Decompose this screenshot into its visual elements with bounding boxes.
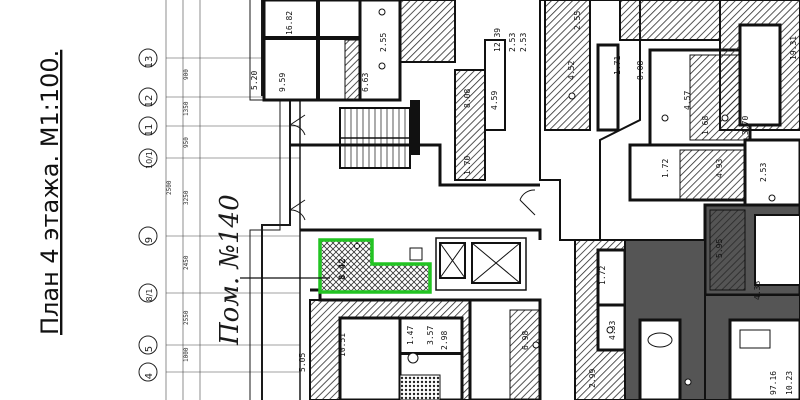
room-area-label: 2.53 — [508, 33, 517, 52]
room-number-handwritten: Пом. №140 — [215, 194, 245, 346]
axis-label-11: 11 — [144, 124, 155, 137]
room-area-label: 2.55 — [573, 11, 582, 30]
axis-dimension: 950 — [183, 137, 190, 148]
room-area-label: 4.57 — [683, 91, 692, 110]
elevator-shafts — [435, 237, 527, 291]
axis-dimension: 2550 — [183, 310, 190, 325]
room-area-label: 12.39 — [493, 28, 502, 52]
right-middle-units — [628, 138, 800, 297]
axis-label-5: 5 — [144, 346, 155, 352]
axis-bubble-8-1 — [138, 283, 158, 303]
room-area-label: 2.55 — [379, 33, 388, 52]
room-area-label: 4.59 — [490, 91, 499, 110]
axis-label-10-1: 10/1 — [145, 151, 154, 169]
room-area-label: 6.63 — [361, 73, 370, 92]
axis-label-12: 12 — [144, 95, 155, 108]
axis-dimension: 900 — [183, 69, 190, 80]
highlighted-room-area: 8.42 — [338, 258, 348, 280]
axis-label-8-1: 8/1 — [145, 289, 154, 302]
doors — [289, 114, 536, 221]
axis-label-13: 13 — [144, 56, 155, 69]
axis-dimension: 1000 — [183, 347, 190, 362]
room-area-label: 3.70 — [741, 116, 750, 135]
highlighted-room: 8.42 — [318, 238, 432, 294]
right-core — [539, 0, 800, 241]
axis-bubble-12 — [138, 87, 158, 107]
axis-bubble-4 — [138, 362, 158, 382]
room-area-label: 16.82 — [285, 11, 294, 35]
room-area-label: 5.05 — [298, 353, 307, 372]
axis-dimension: 2500 — [166, 180, 173, 195]
room-area-label: 2.99 — [588, 369, 597, 388]
right-lower-units — [574, 239, 800, 400]
room-area-label: 1.71 — [613, 56, 622, 75]
axis-bubble-9 — [138, 226, 158, 246]
axis-bubbles — [138, 48, 158, 382]
room-area-label: 10.23 — [785, 371, 794, 395]
room-area-label: 5.20 — [250, 71, 259, 90]
room-area-label: 6.98 — [521, 331, 530, 350]
axis-bubble-5 — [138, 335, 158, 355]
room-area-label: 3.57 — [426, 326, 435, 345]
room-area-label: 4.52 — [567, 61, 576, 80]
axis-bubble-13 — [138, 48, 158, 68]
room-area-label: 1.70 — [463, 156, 472, 175]
room-area-label: 2.53 — [519, 33, 528, 52]
room-area-label: 1.72 — [598, 266, 607, 285]
room-area-label: 10.51 — [338, 333, 347, 357]
axis-dimension: 1350 — [183, 101, 190, 116]
room-area-label: 1.68 — [701, 116, 710, 135]
room-area-label: 2.98 — [440, 331, 449, 350]
plan-title: План 4 этажа. М1:100. — [36, 50, 64, 335]
axis-label-9: 9 — [144, 237, 155, 243]
room-area-label: 5.95 — [715, 239, 724, 258]
axis-bubble-10-1 — [138, 148, 158, 168]
room-area-label: 1.72 — [661, 159, 670, 178]
axis-bubble-11 — [138, 116, 158, 136]
fixtures — [378, 8, 776, 386]
room-area-label: 4.33 — [753, 281, 762, 300]
room-area-label: 4.93 — [715, 159, 724, 178]
room-area-label: 9.59 — [278, 73, 287, 92]
axis-label-4: 4 — [144, 373, 155, 379]
room-area-label: 97.16 — [769, 371, 778, 395]
lower-left-units — [309, 298, 542, 400]
axis-dimension: 2450 — [183, 255, 190, 270]
room-area-label: 8.08 — [463, 89, 472, 108]
room-area-label: 19.31 — [789, 36, 798, 60]
axis-dimension: 3250 — [183, 190, 190, 205]
room-area-label: 2.53 — [759, 163, 768, 182]
upper-left-units — [262, 0, 506, 181]
room-area-label: 8.08 — [636, 61, 645, 80]
axis-lines — [165, 0, 300, 400]
staircase — [339, 107, 411, 169]
room-area-label: 1.47 — [406, 326, 415, 345]
